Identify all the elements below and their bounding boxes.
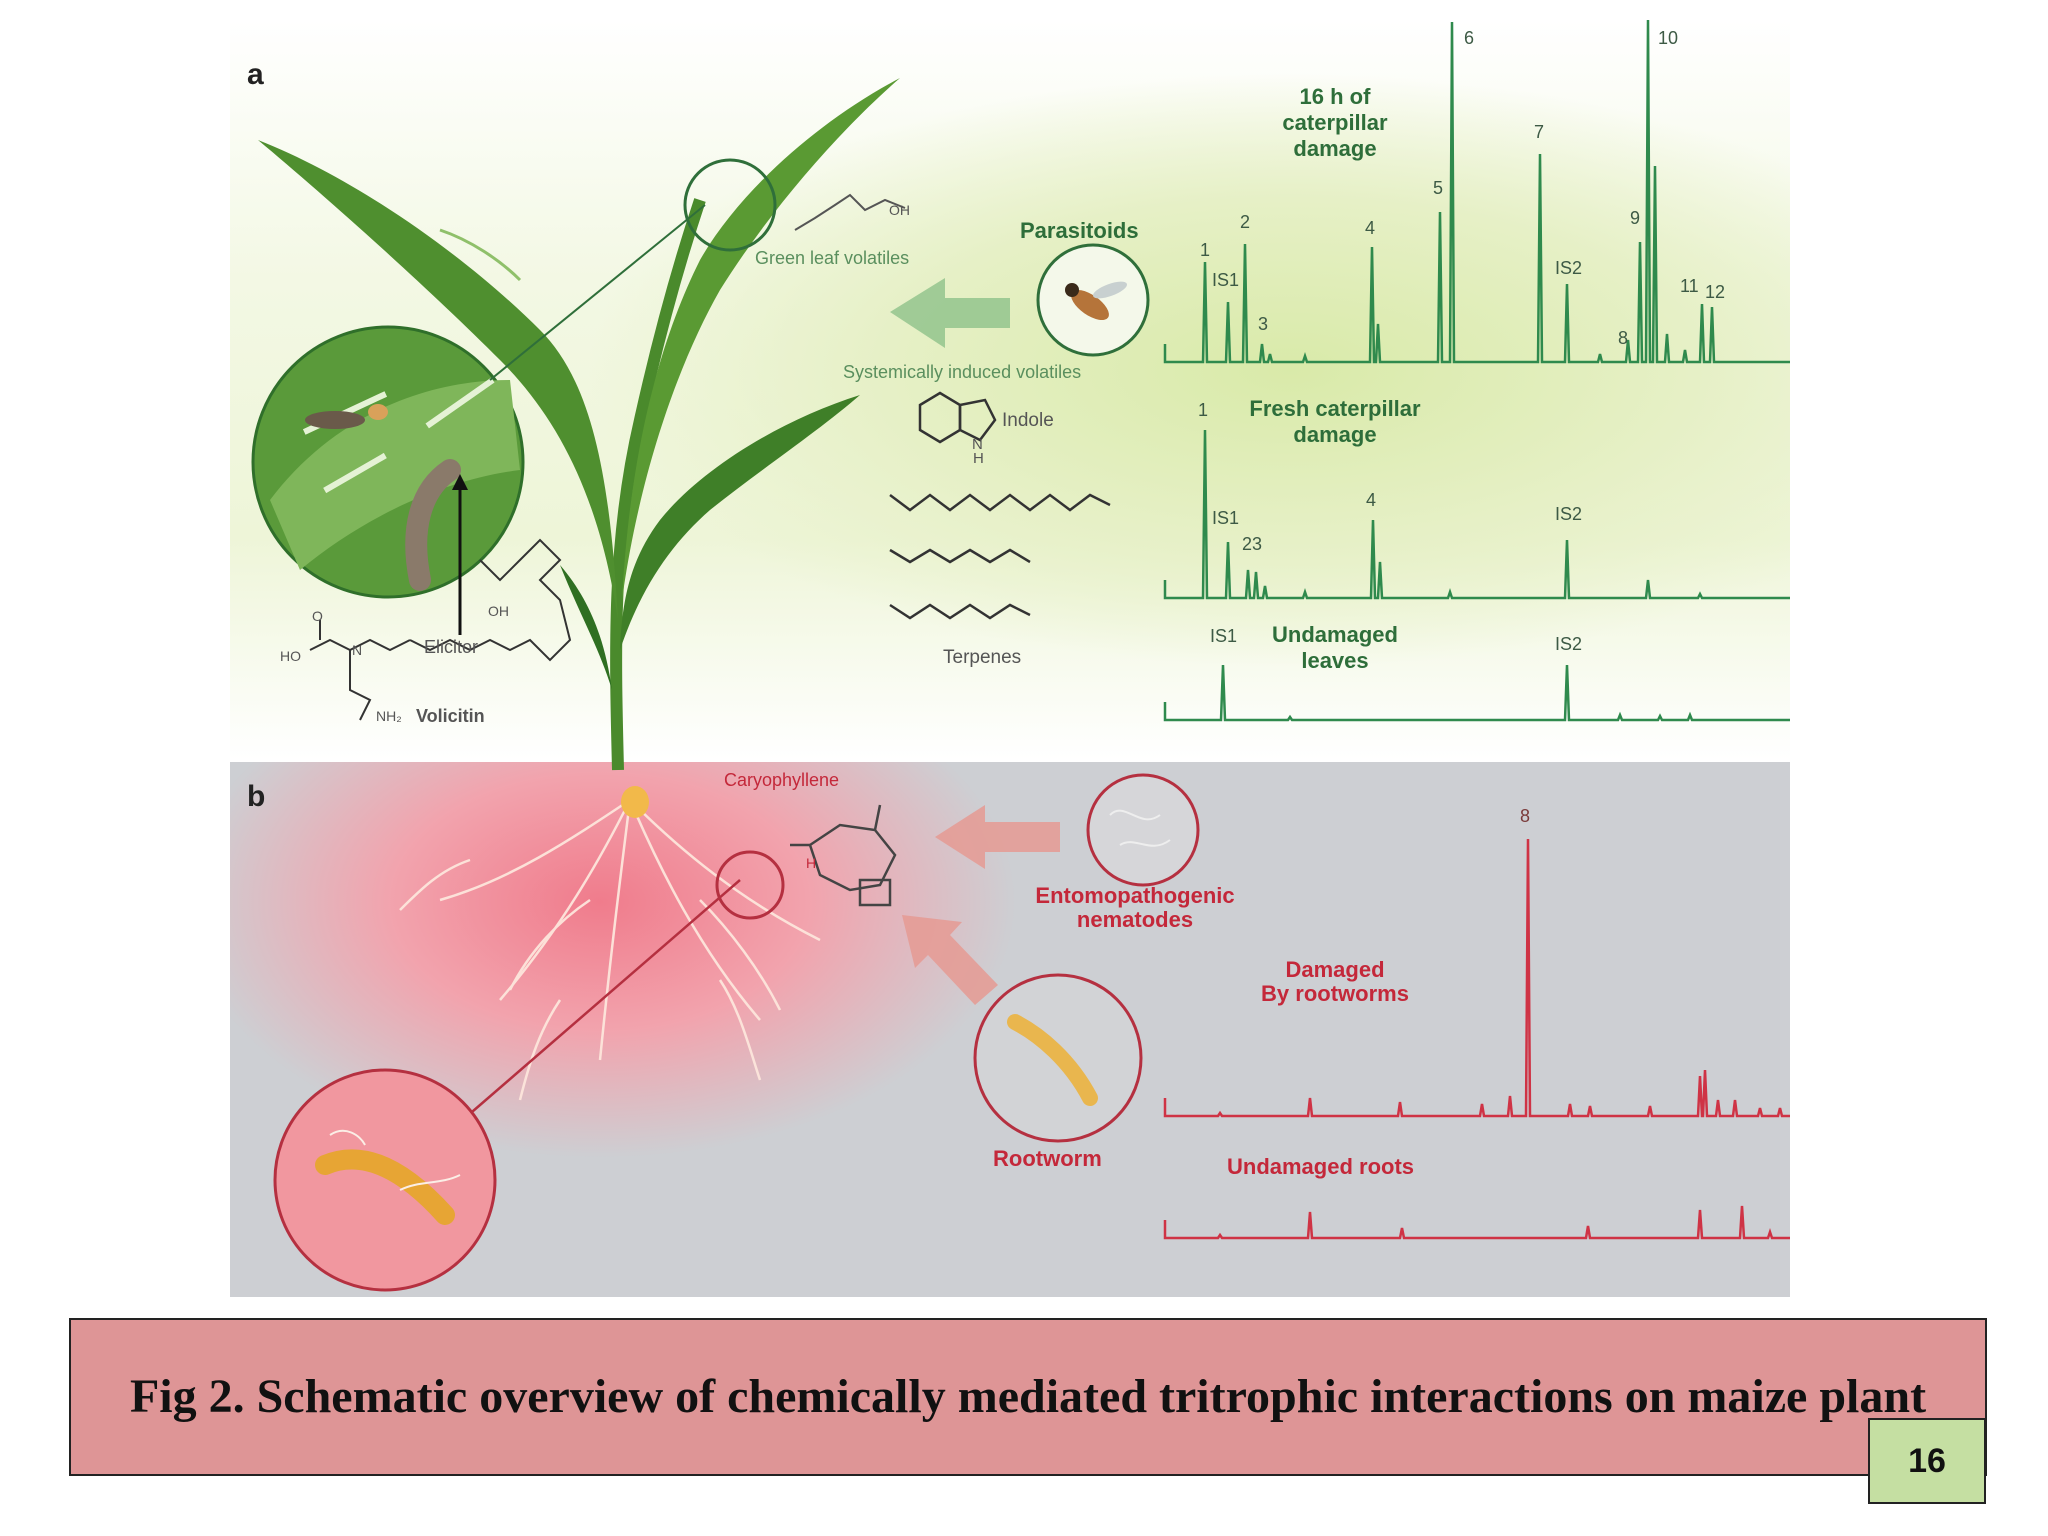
- indole-h: H: [973, 450, 984, 467]
- volatiles-arrow: [890, 278, 1010, 348]
- leaf-lower-right: [620, 395, 860, 650]
- leaf-damage-circle: [683, 158, 777, 252]
- leaf-small: [560, 565, 612, 690]
- trace-16h-damage: [1163, 19, 1790, 364]
- parasitoids-label: Parasitoids: [1020, 218, 1139, 243]
- volicitin-structure: [309, 538, 572, 721]
- volicitin-nh2: NH₂: [376, 708, 402, 724]
- parasitoid-circle: [1036, 243, 1150, 357]
- panel-b-letter: b: [247, 780, 266, 813]
- damaged-rootworms-label: Damaged By rootworms: [1261, 957, 1409, 1006]
- peak-top-10: 10: [1658, 28, 1679, 48]
- volicitin-n: N: [352, 642, 363, 658]
- caption-box: Fig 2. Schematic overview of chemically …: [69, 1318, 1987, 1476]
- trace-title-fresh: Fresh caterpillar damage: [1249, 396, 1421, 447]
- peak-top-1: 1: [1200, 240, 1211, 260]
- seed: [621, 786, 649, 818]
- volicitin-label: Volicitin: [416, 706, 485, 726]
- peak-mid-4: 4: [1366, 490, 1377, 510]
- terpenes-structures: [889, 493, 1111, 620]
- rootworm-arrow: [902, 915, 998, 1005]
- caryophyllene-h: H: [806, 855, 817, 871]
- glv-oh: OH: [889, 202, 910, 218]
- roots: [399, 798, 821, 1101]
- green-leaf-volatiles-label: Green leaf volatiles: [755, 248, 910, 268]
- peak-mid-1: 1: [1198, 400, 1209, 420]
- trace-damaged-roots: [1163, 838, 1790, 1118]
- nematodes-label: Entomopathogenic nematodes: [1035, 883, 1235, 932]
- peak-low-is2: IS2: [1555, 634, 1583, 654]
- peak-mid-is2: IS2: [1555, 504, 1583, 524]
- trace-title-undamaged-leaves: Undamaged leaves: [1272, 622, 1398, 673]
- peak-top-9: 9: [1630, 208, 1641, 228]
- peak-top-4: 4: [1365, 218, 1376, 238]
- page-number: 16: [1868, 1418, 1986, 1504]
- nematode-circle: [1086, 773, 1200, 887]
- peak-top-3: 3: [1258, 314, 1269, 334]
- chromatograms: [1163, 19, 1790, 1240]
- rootworm-circle: [973, 973, 1143, 1143]
- indole-structure: [918, 391, 997, 444]
- glv-structure: [794, 193, 906, 231]
- trace-undamaged-roots: [1163, 1205, 1790, 1240]
- caryophyllene-structure: [790, 804, 897, 907]
- peak-top-11: 11: [1680, 276, 1699, 296]
- trace-fresh-damage: [1163, 429, 1790, 600]
- peak-roots-8: 8: [1520, 806, 1531, 826]
- root-damage-circle: [715, 850, 785, 920]
- leaf-left: [258, 140, 618, 620]
- volicitin-oh: OH: [488, 603, 509, 619]
- caterpillar-in-zoom: [405, 459, 461, 591]
- undamaged-roots-label: Undamaged roots: [1227, 1154, 1415, 1179]
- maize-plant: [258, 78, 900, 771]
- peak-mid-is1: IS1: [1212, 508, 1240, 528]
- volicitin-o: O: [312, 608, 323, 624]
- peak-top-8: 8: [1618, 328, 1629, 348]
- peak-top-is2: IS2: [1555, 258, 1583, 278]
- systemic-volatiles-label: Systemically induced volatiles: [843, 362, 1082, 382]
- panel-a-letter: a: [247, 58, 264, 91]
- indole-n: N: [972, 436, 983, 453]
- peak-top-is1: IS1: [1212, 270, 1240, 290]
- leaf-upper-right: [622, 78, 900, 600]
- terpenes-label: Terpenes: [943, 647, 1022, 668]
- figure-caption: Fig 2. Schematic overview of chemically …: [129, 1370, 1927, 1423]
- volicitin-ho: HO: [280, 648, 301, 664]
- peak-top-5: 5: [1433, 178, 1444, 198]
- rootworm-label: Rootworm: [993, 1146, 1102, 1171]
- elicitor-label: Elicitor: [424, 637, 479, 657]
- peak-low-is1: IS1: [1210, 626, 1238, 646]
- nematode-arrow: [935, 805, 1060, 869]
- indole-label: Indole: [1002, 410, 1054, 431]
- peak-mid-23: 23: [1242, 534, 1263, 554]
- peak-top-2: 2: [1240, 212, 1251, 232]
- leaf-zoom-circle: [251, 325, 525, 599]
- elicitor-arrow: [452, 474, 468, 490]
- trace-undamaged-leaves: [1163, 664, 1790, 722]
- peak-top-7: 7: [1534, 122, 1545, 142]
- peak-top-6: 6: [1464, 28, 1475, 48]
- rootworm-zoom-circle: [273, 1068, 497, 1292]
- caryophyllene-label: Caryophyllene: [724, 770, 840, 790]
- peak-top-12: 12: [1705, 282, 1726, 302]
- trace-title-16h: 16 h of caterpillar damage: [1282, 84, 1388, 161]
